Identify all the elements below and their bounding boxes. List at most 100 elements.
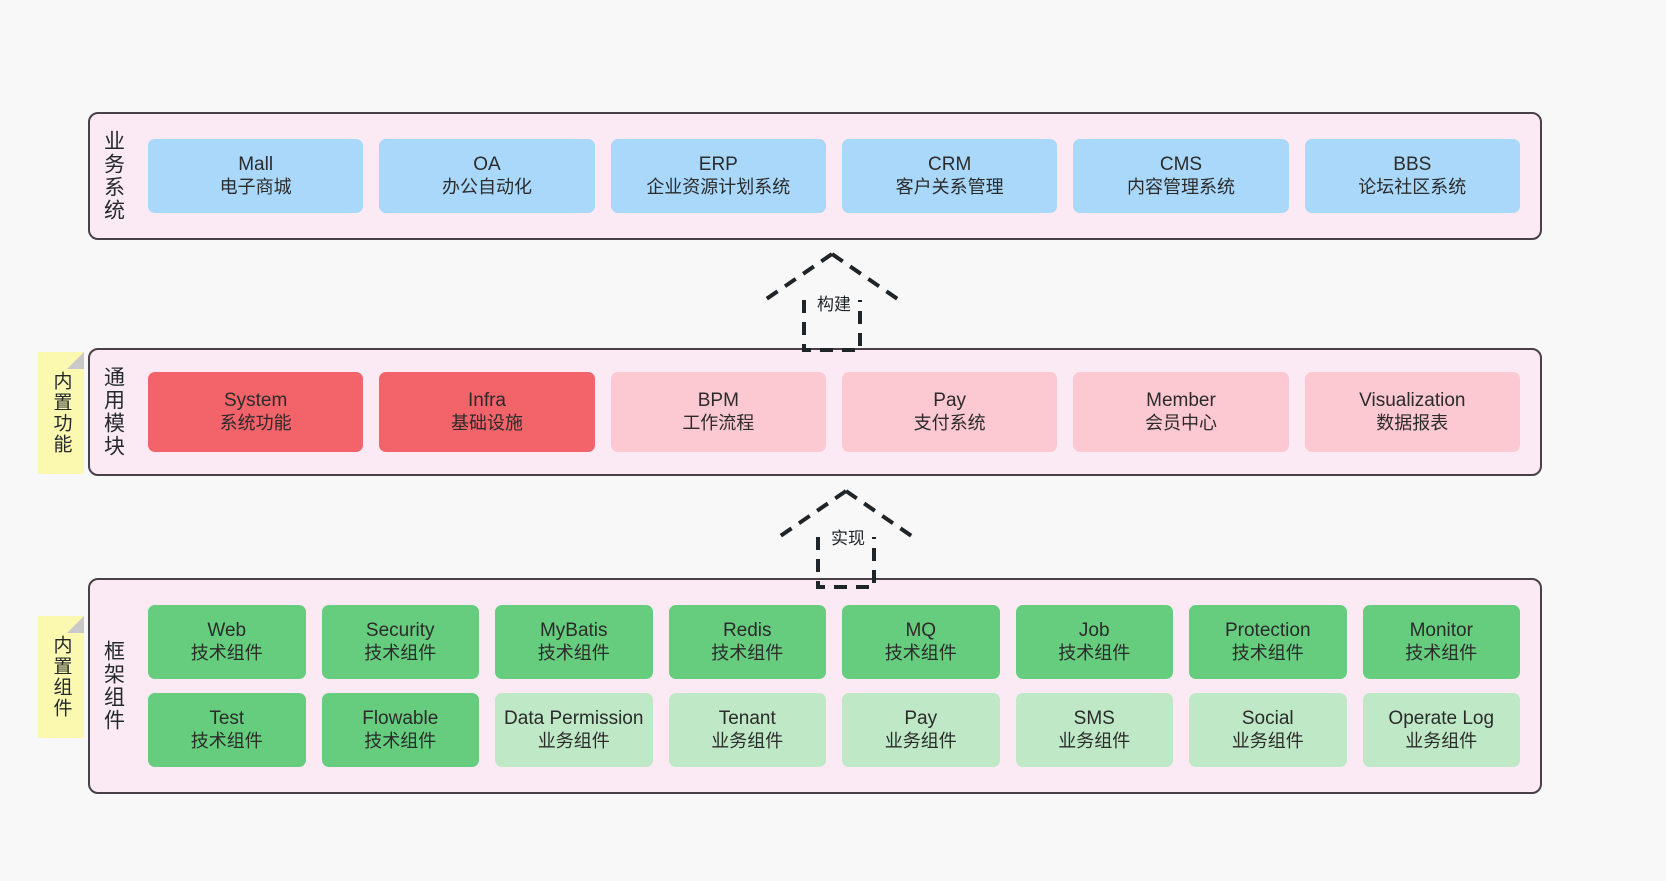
node-subtitle: 业务组件 (1231, 730, 1304, 751)
connector-implement-label: 实现 (831, 529, 865, 548)
node-title: Visualization (1359, 390, 1466, 412)
node-visualization[interactable]: Visualization 数据报表 (1304, 372, 1520, 452)
node-crm[interactable]: CRM 客户关系管理 (841, 139, 1058, 213)
node-title: Member (1146, 390, 1216, 412)
node-subtitle: 支付系统 (913, 412, 986, 433)
connector-build-label: 构建 (817, 295, 851, 314)
node-flowable[interactable]: Flowable 技术组件 (321, 693, 479, 767)
node-infra[interactable]: Infra 基础设施 (379, 372, 595, 452)
node-title: Pay (933, 390, 967, 412)
layer-framework-components: 框架组件 Web 技术组件 Security 技术组件 MyBatis 技术组件… (88, 578, 1542, 794)
node-redis[interactable]: Redis 技术组件 (668, 605, 826, 679)
node-subtitle: 基础设施 (450, 412, 523, 433)
connector-implement-arrow (774, 489, 918, 589)
node-security[interactable]: Security 技术组件 (321, 605, 479, 679)
node-subtitle: 企业资源计划系统 (646, 176, 791, 197)
node-pay-business[interactable]: Pay 业务组件 (842, 693, 1000, 767)
node-title: Mall (238, 154, 274, 176)
node-subtitle: 业务组件 (711, 730, 784, 751)
node-title: BBS (1393, 154, 1432, 176)
node-protection[interactable]: Protection 技术组件 (1189, 605, 1347, 679)
node-title: Test (209, 708, 245, 730)
sticky-note-label: 内置功能 (50, 371, 72, 455)
node-subtitle: 技术组件 (884, 642, 957, 663)
node-title: Operate Log (1388, 708, 1495, 730)
node-cms[interactable]: CMS 内容管理系统 (1073, 139, 1289, 213)
node-title: Web (207, 620, 247, 642)
node-title: Protection (1224, 620, 1311, 642)
layer-label-common-modules: 通用模块 (101, 366, 125, 458)
node-monitor[interactable]: Monitor 技术组件 (1362, 605, 1520, 679)
node-subtitle: 技术组件 (1058, 642, 1131, 663)
node-subtitle: 会员中心 (1144, 412, 1217, 433)
node-title: MyBatis (539, 620, 608, 642)
node-member[interactable]: Member 会员中心 (1073, 372, 1289, 452)
node-mq[interactable]: MQ 技术组件 (842, 605, 1000, 679)
node-title: OA (473, 154, 501, 176)
node-test[interactable]: Test 技术组件 (148, 693, 306, 767)
node-title: Data Permission (504, 708, 644, 730)
business-systems-cells: Mall 电子商城 OA 办公自动化 ERP 企业资源计划系统 CRM 客户关系… (136, 114, 1540, 238)
node-subtitle: 业务组件 (884, 730, 957, 751)
layer-label-framework-components: 框架组件 (101, 640, 125, 732)
node-subtitle: 技术组件 (190, 730, 263, 751)
node-title: BPM (697, 390, 739, 412)
layer-common-modules: 通用模块 System 系统功能 Infra 基础设施 BPM 工作流程 Pay… (88, 348, 1542, 476)
node-pay[interactable]: Pay 支付系统 (841, 372, 1058, 452)
node-bbs[interactable]: BBS 论坛社区系统 (1304, 139, 1520, 213)
layer-label-business-systems: 业务系统 (101, 130, 125, 222)
node-title: MQ (905, 620, 937, 642)
node-title: CRM (928, 154, 972, 176)
node-data-permission[interactable]: Data Permission 业务组件 (495, 693, 653, 767)
connector-build-arrow (760, 252, 904, 352)
node-title: CMS (1159, 154, 1203, 176)
node-subtitle: 电子商城 (219, 176, 292, 197)
node-operate-log[interactable]: Operate Log 业务组件 (1362, 693, 1520, 767)
node-subtitle: 技术组件 (537, 642, 610, 663)
node-title: Monitor (1409, 620, 1473, 642)
node-subtitle: 技术组件 (1231, 642, 1304, 663)
node-mall[interactable]: Mall 电子商城 (148, 139, 364, 213)
node-subtitle: 业务组件 (537, 730, 610, 751)
node-subtitle: 技术组件 (364, 642, 437, 663)
node-web[interactable]: Web 技术组件 (148, 605, 306, 679)
node-subtitle: 工作流程 (682, 412, 755, 433)
node-sms[interactable]: SMS 业务组件 (1015, 693, 1173, 767)
node-title: SMS (1073, 708, 1115, 730)
node-title: Security (365, 620, 435, 642)
node-title: System (223, 390, 288, 412)
node-erp[interactable]: ERP 企业资源计划系统 (610, 139, 826, 213)
sticky-note-label: 内置组件 (50, 635, 72, 719)
node-title: Redis (722, 620, 772, 642)
node-bpm[interactable]: BPM 工作流程 (610, 372, 826, 452)
node-title: Tenant (718, 708, 776, 730)
node-subtitle: 技术组件 (364, 730, 437, 751)
node-subtitle: 业务组件 (1405, 730, 1478, 751)
node-title: Flowable (362, 708, 439, 730)
node-social[interactable]: Social 业务组件 (1189, 693, 1347, 767)
node-subtitle: 技术组件 (190, 642, 263, 663)
framework-row-business: Test 技术组件 Flowable 技术组件 Data Permission … (140, 693, 1528, 767)
node-tenant[interactable]: Tenant 业务组件 (668, 693, 826, 767)
node-oa[interactable]: OA 办公自动化 (379, 139, 595, 213)
layer-business-systems: 业务系统 Mall 电子商城 OA 办公自动化 ERP 企业资源计划系统 CRM… (88, 112, 1542, 240)
node-title: Job (1078, 620, 1110, 642)
node-subtitle: 内容管理系统 (1126, 176, 1235, 197)
node-system[interactable]: System 系统功能 (148, 372, 364, 452)
sticky-note-built-in-features: 内置功能 (38, 352, 84, 474)
node-title: Social (1241, 708, 1294, 730)
node-job[interactable]: Job 技术组件 (1015, 605, 1173, 679)
framework-row-technical: Web 技术组件 Security 技术组件 MyBatis 技术组件 Redi… (140, 605, 1528, 679)
node-subtitle: 论坛社区系统 (1358, 176, 1467, 197)
node-subtitle: 客户关系管理 (895, 176, 1004, 197)
node-subtitle: 业务组件 (1058, 730, 1131, 751)
node-title: ERP (698, 154, 738, 176)
node-subtitle: 技术组件 (711, 642, 784, 663)
node-mybatis[interactable]: MyBatis 技术组件 (495, 605, 653, 679)
node-subtitle: 技术组件 (1405, 642, 1478, 663)
node-title: Pay (904, 708, 938, 730)
common-modules-cells: System 系统功能 Infra 基础设施 BPM 工作流程 Pay 支付系统… (136, 350, 1540, 474)
node-subtitle: 办公自动化 (441, 176, 532, 197)
framework-components-grid: Web 技术组件 Security 技术组件 MyBatis 技术组件 Redi… (136, 580, 1540, 792)
